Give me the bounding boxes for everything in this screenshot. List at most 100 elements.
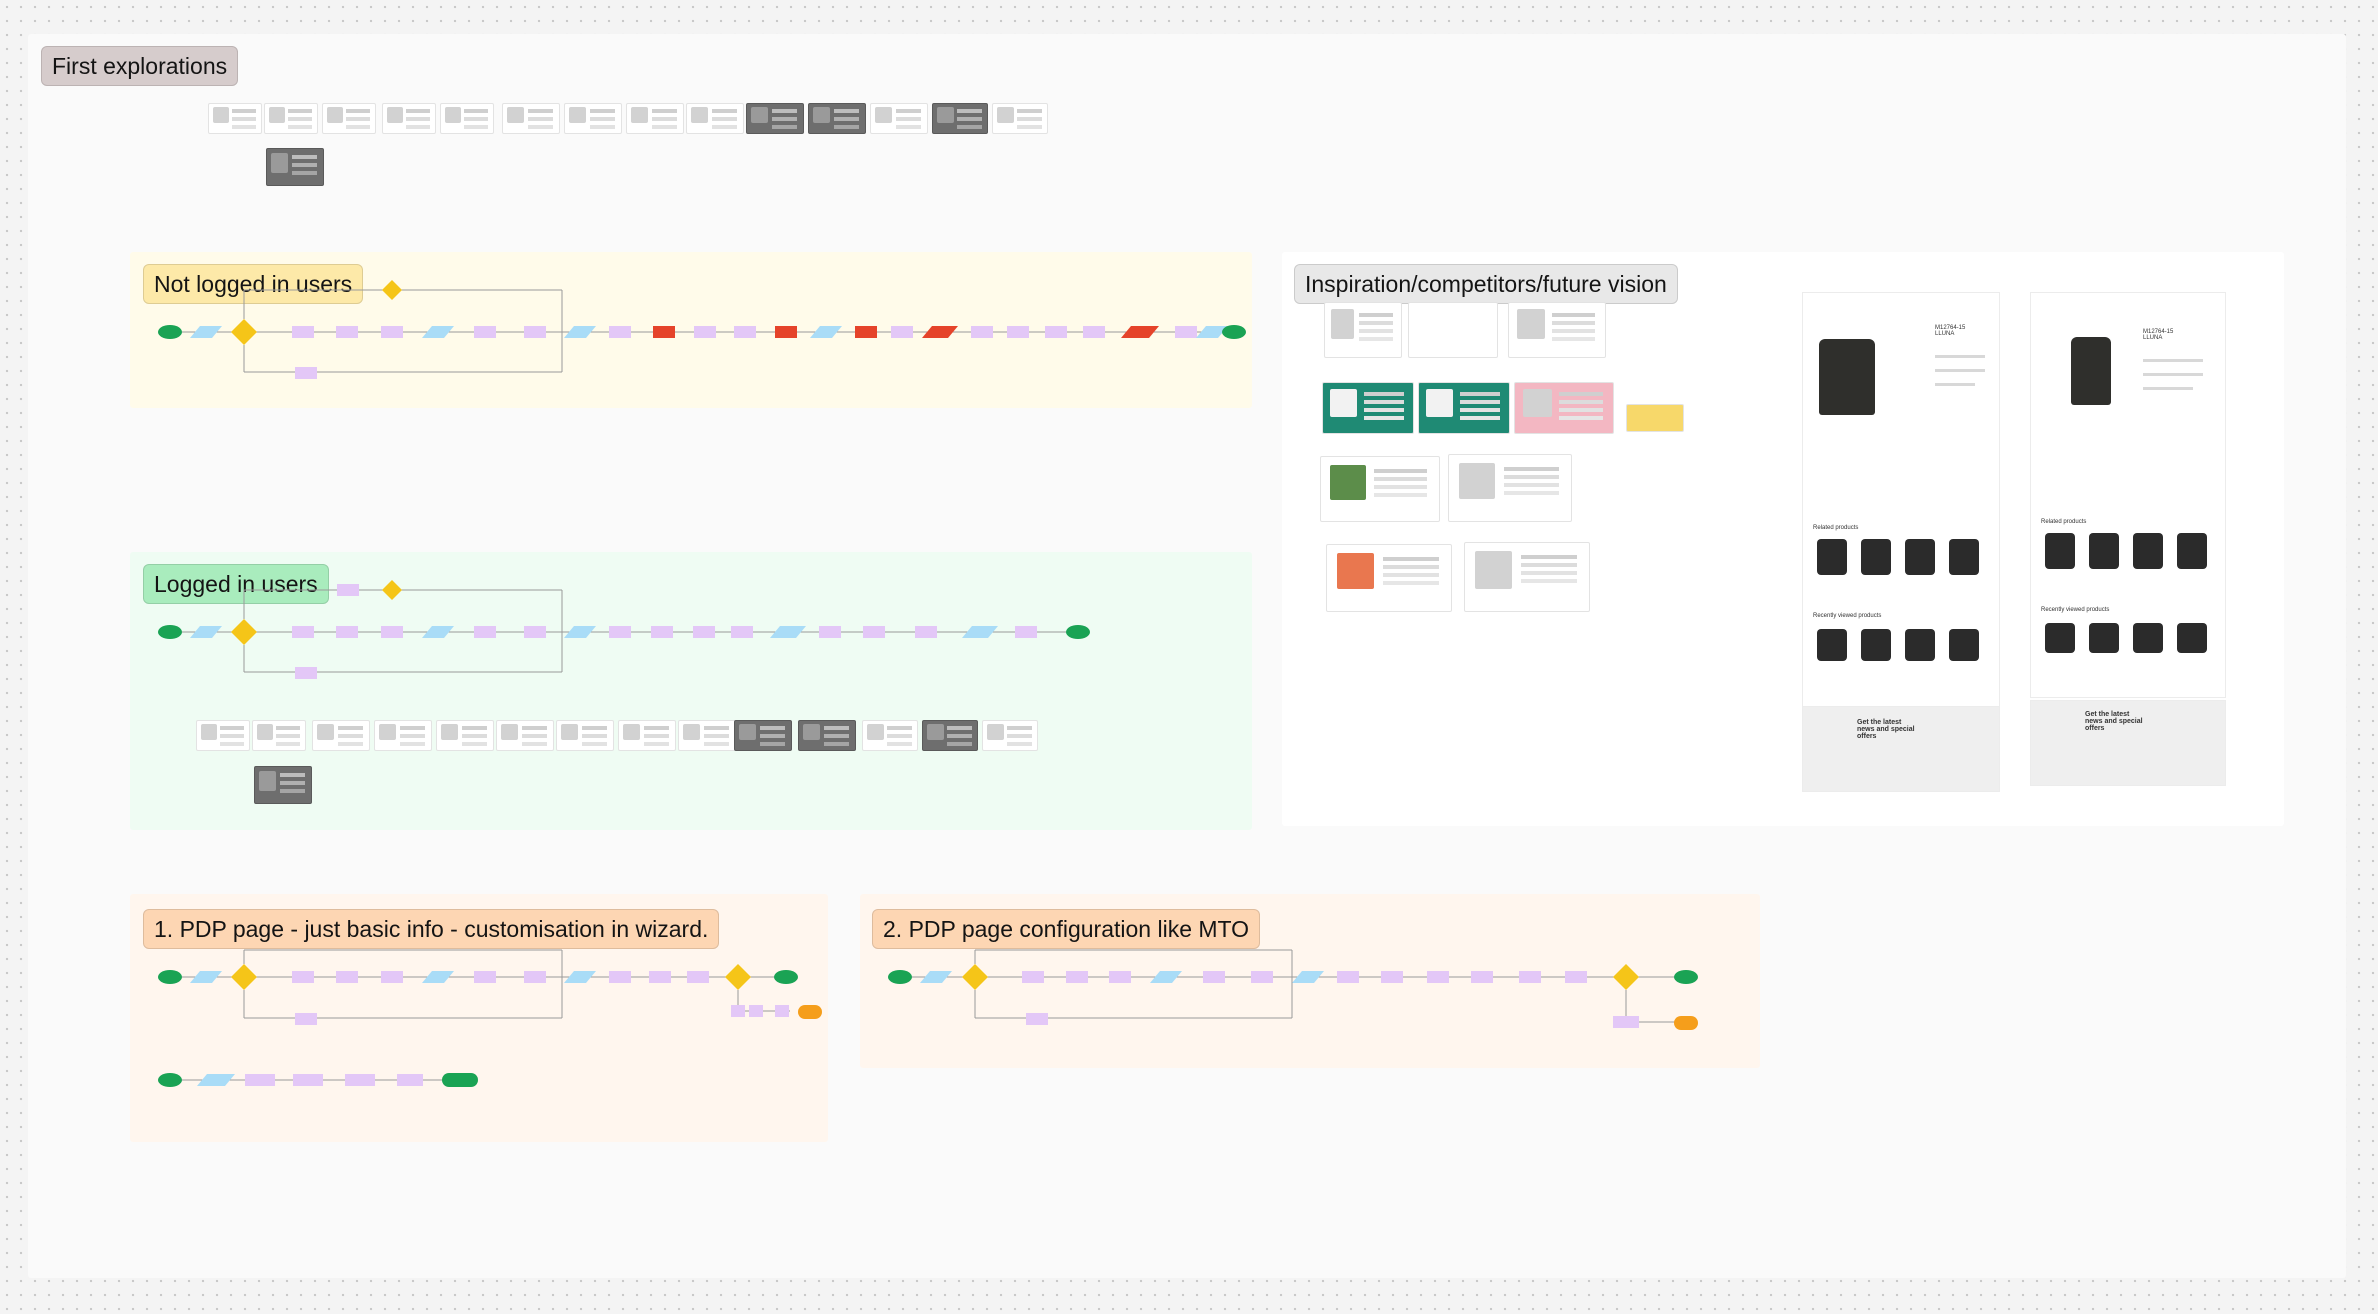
- inspiration-thumbnail[interactable]: [1626, 404, 1684, 432]
- logged-flow-thumbnail[interactable]: [618, 720, 676, 751]
- inspiration-thumbnail[interactable]: [1322, 382, 1414, 434]
- pdp-mockup-left[interactable]: M12764-15 LLUNA Related products Recentl…: [1802, 292, 2000, 708]
- flow-process[interactable]: [295, 667, 317, 679]
- flow-process[interactable]: [891, 326, 913, 338]
- flow-terminal[interactable]: [1674, 1016, 1698, 1030]
- flow-process[interactable]: [381, 326, 403, 338]
- flow-process[interactable]: [293, 1074, 323, 1086]
- flow-decision[interactable]: [725, 964, 751, 990]
- pdp-mto-label[interactable]: 2. PDP page configuration like MTO: [872, 909, 1261, 950]
- flow-process[interactable]: [775, 326, 797, 338]
- flow-process[interactable]: [1471, 971, 1493, 983]
- flow-data[interactable]: [564, 326, 596, 338]
- flow-terminal[interactable]: [158, 1073, 182, 1087]
- inspiration-thumbnail[interactable]: [1326, 544, 1452, 612]
- exploration-thumbnail[interactable]: [932, 103, 988, 134]
- flow-decision[interactable]: [962, 964, 988, 990]
- flow-process[interactable]: [1022, 971, 1044, 983]
- flow-process[interactable]: [863, 626, 885, 638]
- flow-process[interactable]: [524, 626, 546, 638]
- logged-flow-thumbnail[interactable]: [922, 720, 978, 751]
- flow-process[interactable]: [687, 971, 709, 983]
- not-logged-in-label[interactable]: Not logged in users: [143, 264, 364, 305]
- flow-process[interactable]: [336, 326, 358, 338]
- logged-flow-thumbnail[interactable]: [312, 720, 370, 751]
- inspiration-thumbnail[interactable]: [1514, 382, 1614, 434]
- exploration-thumbnail[interactable]: [322, 103, 376, 134]
- flow-data[interactable]: [1150, 971, 1182, 983]
- logged-flow-thumbnail[interactable]: [374, 720, 432, 751]
- exploration-thumbnail[interactable]: [746, 103, 804, 134]
- pdp-basic-label[interactable]: 1. PDP page - just basic info - customis…: [143, 909, 720, 950]
- flow-process[interactable]: [1026, 1013, 1048, 1025]
- flow-decision[interactable]: [231, 319, 257, 345]
- flow-terminal[interactable]: [158, 970, 182, 984]
- flow-process[interactable]: [734, 326, 756, 338]
- exploration-thumbnail[interactable]: [626, 103, 684, 134]
- flow-decision[interactable]: [382, 280, 402, 300]
- logged-flow-thumbnail[interactable]: [252, 720, 306, 751]
- exploration-thumbnail[interactable]: [992, 103, 1048, 134]
- flow-process[interactable]: [524, 326, 546, 338]
- flow-process[interactable]: [971, 326, 993, 338]
- flow-data[interactable]: [422, 626, 454, 638]
- flow-data[interactable]: [1196, 326, 1228, 338]
- pdp-mockup-right[interactable]: M12764-15 LLUNA Related products Recentl…: [2030, 292, 2226, 698]
- flow-process[interactable]: [1015, 626, 1037, 638]
- logged-flow-thumbnail[interactable]: [982, 720, 1038, 751]
- flow-terminal[interactable]: [158, 325, 182, 339]
- inspiration-thumbnail[interactable]: [1320, 456, 1440, 522]
- exploration-thumbnail[interactable]: [440, 103, 494, 134]
- flow-process[interactable]: [381, 626, 403, 638]
- flow-process[interactable]: [749, 1005, 763, 1017]
- logged-flow-thumbnail[interactable]: [436, 720, 494, 751]
- logged-flow-thumbnail[interactable]: [862, 720, 918, 751]
- flow-data[interactable]: [564, 971, 596, 983]
- flow-process[interactable]: [1337, 971, 1359, 983]
- flow-terminal[interactable]: [158, 625, 182, 639]
- flow-process[interactable]: [649, 971, 671, 983]
- exploration-thumbnail[interactable]: [208, 103, 262, 134]
- flow-terminal[interactable]: [888, 970, 912, 984]
- flow-decision[interactable]: [1613, 964, 1639, 990]
- flow-data[interactable]: [920, 971, 952, 983]
- flow-data[interactable]: [1121, 326, 1159, 338]
- flow-process[interactable]: [245, 1074, 275, 1086]
- inspiration-thumbnail[interactable]: [1448, 454, 1572, 522]
- flow-terminal[interactable]: [1222, 325, 1246, 339]
- flow-process[interactable]: [653, 326, 675, 338]
- flow-process[interactable]: [731, 1005, 745, 1017]
- flow-process[interactable]: [651, 626, 673, 638]
- flow-decision[interactable]: [231, 964, 257, 990]
- flow-process[interactable]: [336, 971, 358, 983]
- flow-process[interactable]: [731, 626, 753, 638]
- flow-data[interactable]: [770, 626, 806, 638]
- flow-data[interactable]: [197, 1074, 235, 1086]
- flow-data[interactable]: [1292, 971, 1324, 983]
- flow-process[interactable]: [855, 326, 877, 338]
- exploration-thumbnail[interactable]: [502, 103, 560, 134]
- logged-flow-thumbnail[interactable]: [556, 720, 614, 751]
- flow-process[interactable]: [336, 626, 358, 638]
- inspiration-thumbnail[interactable]: [1324, 302, 1402, 358]
- flow-process[interactable]: [819, 626, 841, 638]
- flow-process[interactable]: [1175, 326, 1197, 338]
- flow-data[interactable]: [564, 626, 596, 638]
- flow-process[interactable]: [1251, 971, 1273, 983]
- flow-process[interactable]: [524, 971, 546, 983]
- flow-data[interactable]: [422, 326, 454, 338]
- logged-flow-thumbnail[interactable]: [798, 720, 856, 751]
- flow-process[interactable]: [292, 971, 314, 983]
- logged-flow-thumbnail[interactable]: [678, 720, 736, 751]
- flow-process[interactable]: [775, 1005, 789, 1017]
- logged-flow-thumbnail[interactable]: [496, 720, 554, 751]
- flow-process[interactable]: [474, 971, 496, 983]
- flow-terminal[interactable]: [798, 1005, 822, 1019]
- flow-decision[interactable]: [382, 580, 402, 600]
- flow-process[interactable]: [609, 326, 631, 338]
- flow-data[interactable]: [810, 326, 842, 338]
- flow-process[interactable]: [474, 626, 496, 638]
- logged-flow-thumbnail[interactable]: [254, 766, 312, 804]
- flow-process[interactable]: [1381, 971, 1403, 983]
